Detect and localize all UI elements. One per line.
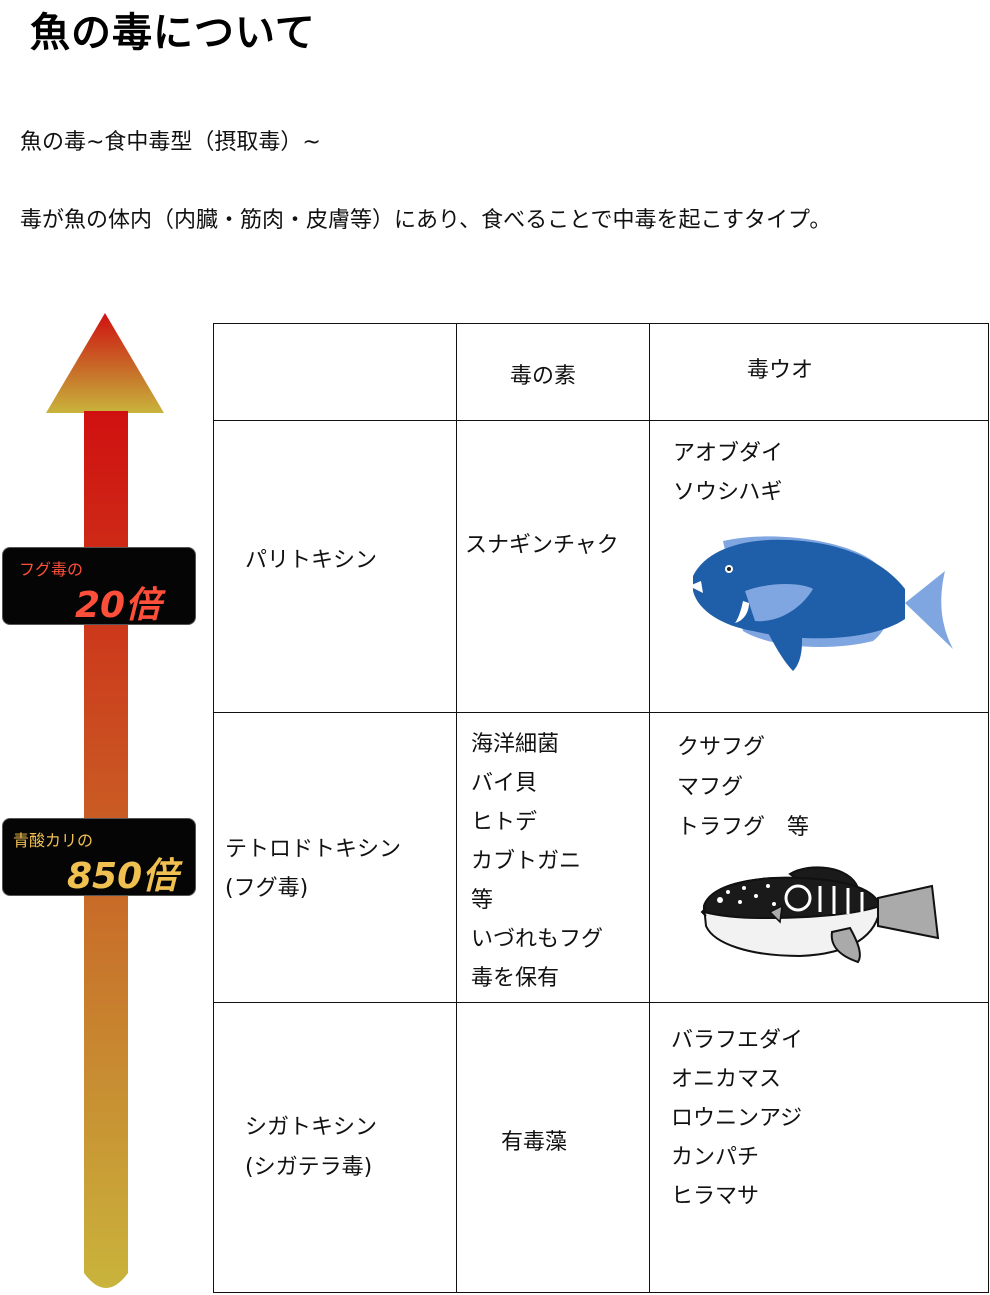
row2-source-4: カブトガニ	[471, 849, 582, 874]
toxicity-badge-20x: フグ毒の 20倍	[2, 547, 196, 626]
page-description: 毒が魚の体内（内臓・筋肉・皮膚等）にあり、食べることで中毒を起こすタイプ。	[20, 208, 832, 233]
header-fish: 毒ウオ	[747, 358, 814, 383]
row3-fish-2: オニカマス	[671, 1067, 782, 1092]
row3-fish-4: カンパチ	[671, 1145, 760, 1170]
toxicity-badge-850x: 青酸カリの 850倍	[2, 818, 196, 897]
row1-source: スナギンチャク	[465, 533, 619, 558]
header-source: 毒の素	[510, 364, 577, 389]
row2-source-6: いづれもフグ	[471, 927, 604, 952]
row2-source-1: 海洋細菌	[471, 732, 560, 757]
badge-label: フグ毒の	[19, 560, 84, 579]
badge-value: 20倍	[75, 585, 162, 626]
row1-toxin: パリトキシン	[245, 548, 378, 573]
page-subtitle: 魚の毒~食中毒型（摂取毒）~	[20, 130, 321, 155]
blue-parrotfish-icon	[689, 536, 953, 671]
row3-fish-5: ヒラマサ	[671, 1184, 760, 1209]
row2-source-5: 等	[471, 888, 494, 913]
row2-toxin-1: テトロドトキシン	[225, 837, 402, 862]
row3-fish-3: ロウニンアジ	[671, 1106, 803, 1131]
row2-source-7: 毒を保有	[471, 966, 560, 991]
row1-fish-2: ソウシハギ	[673, 480, 783, 505]
toxicity-arrow-icon	[46, 313, 164, 1288]
row2-source-2: バイ貝	[471, 771, 538, 796]
row3-toxin-1: シガトキシン	[245, 1115, 378, 1140]
badge-value: 850倍	[67, 856, 179, 897]
badge-label: 青酸カリの	[13, 831, 94, 850]
row2-toxin-2: (フグ毒)	[225, 876, 309, 901]
pufferfish-icon	[700, 866, 940, 964]
row3-source: 有毒藻	[501, 1130, 568, 1155]
page-title: 魚の毒について	[30, 10, 316, 56]
row2-source-3: ヒトデ	[471, 810, 538, 835]
row2-fish-3: トラフグ 等	[677, 815, 810, 840]
row1-fish-1: アオブダイ	[673, 441, 784, 466]
row3-fish-1: バラフエダイ	[671, 1028, 804, 1053]
row2-fish-1: クサフグ	[677, 735, 766, 760]
row3-toxin-2: (シガテラ毒)	[245, 1155, 373, 1180]
row2-fish-2: マフグ	[677, 775, 744, 800]
toxin-table: 毒の素 毒ウオ パリトキシン スナギンチャク アオブダイ ソウシハギ テトロドト…	[213, 323, 989, 1293]
